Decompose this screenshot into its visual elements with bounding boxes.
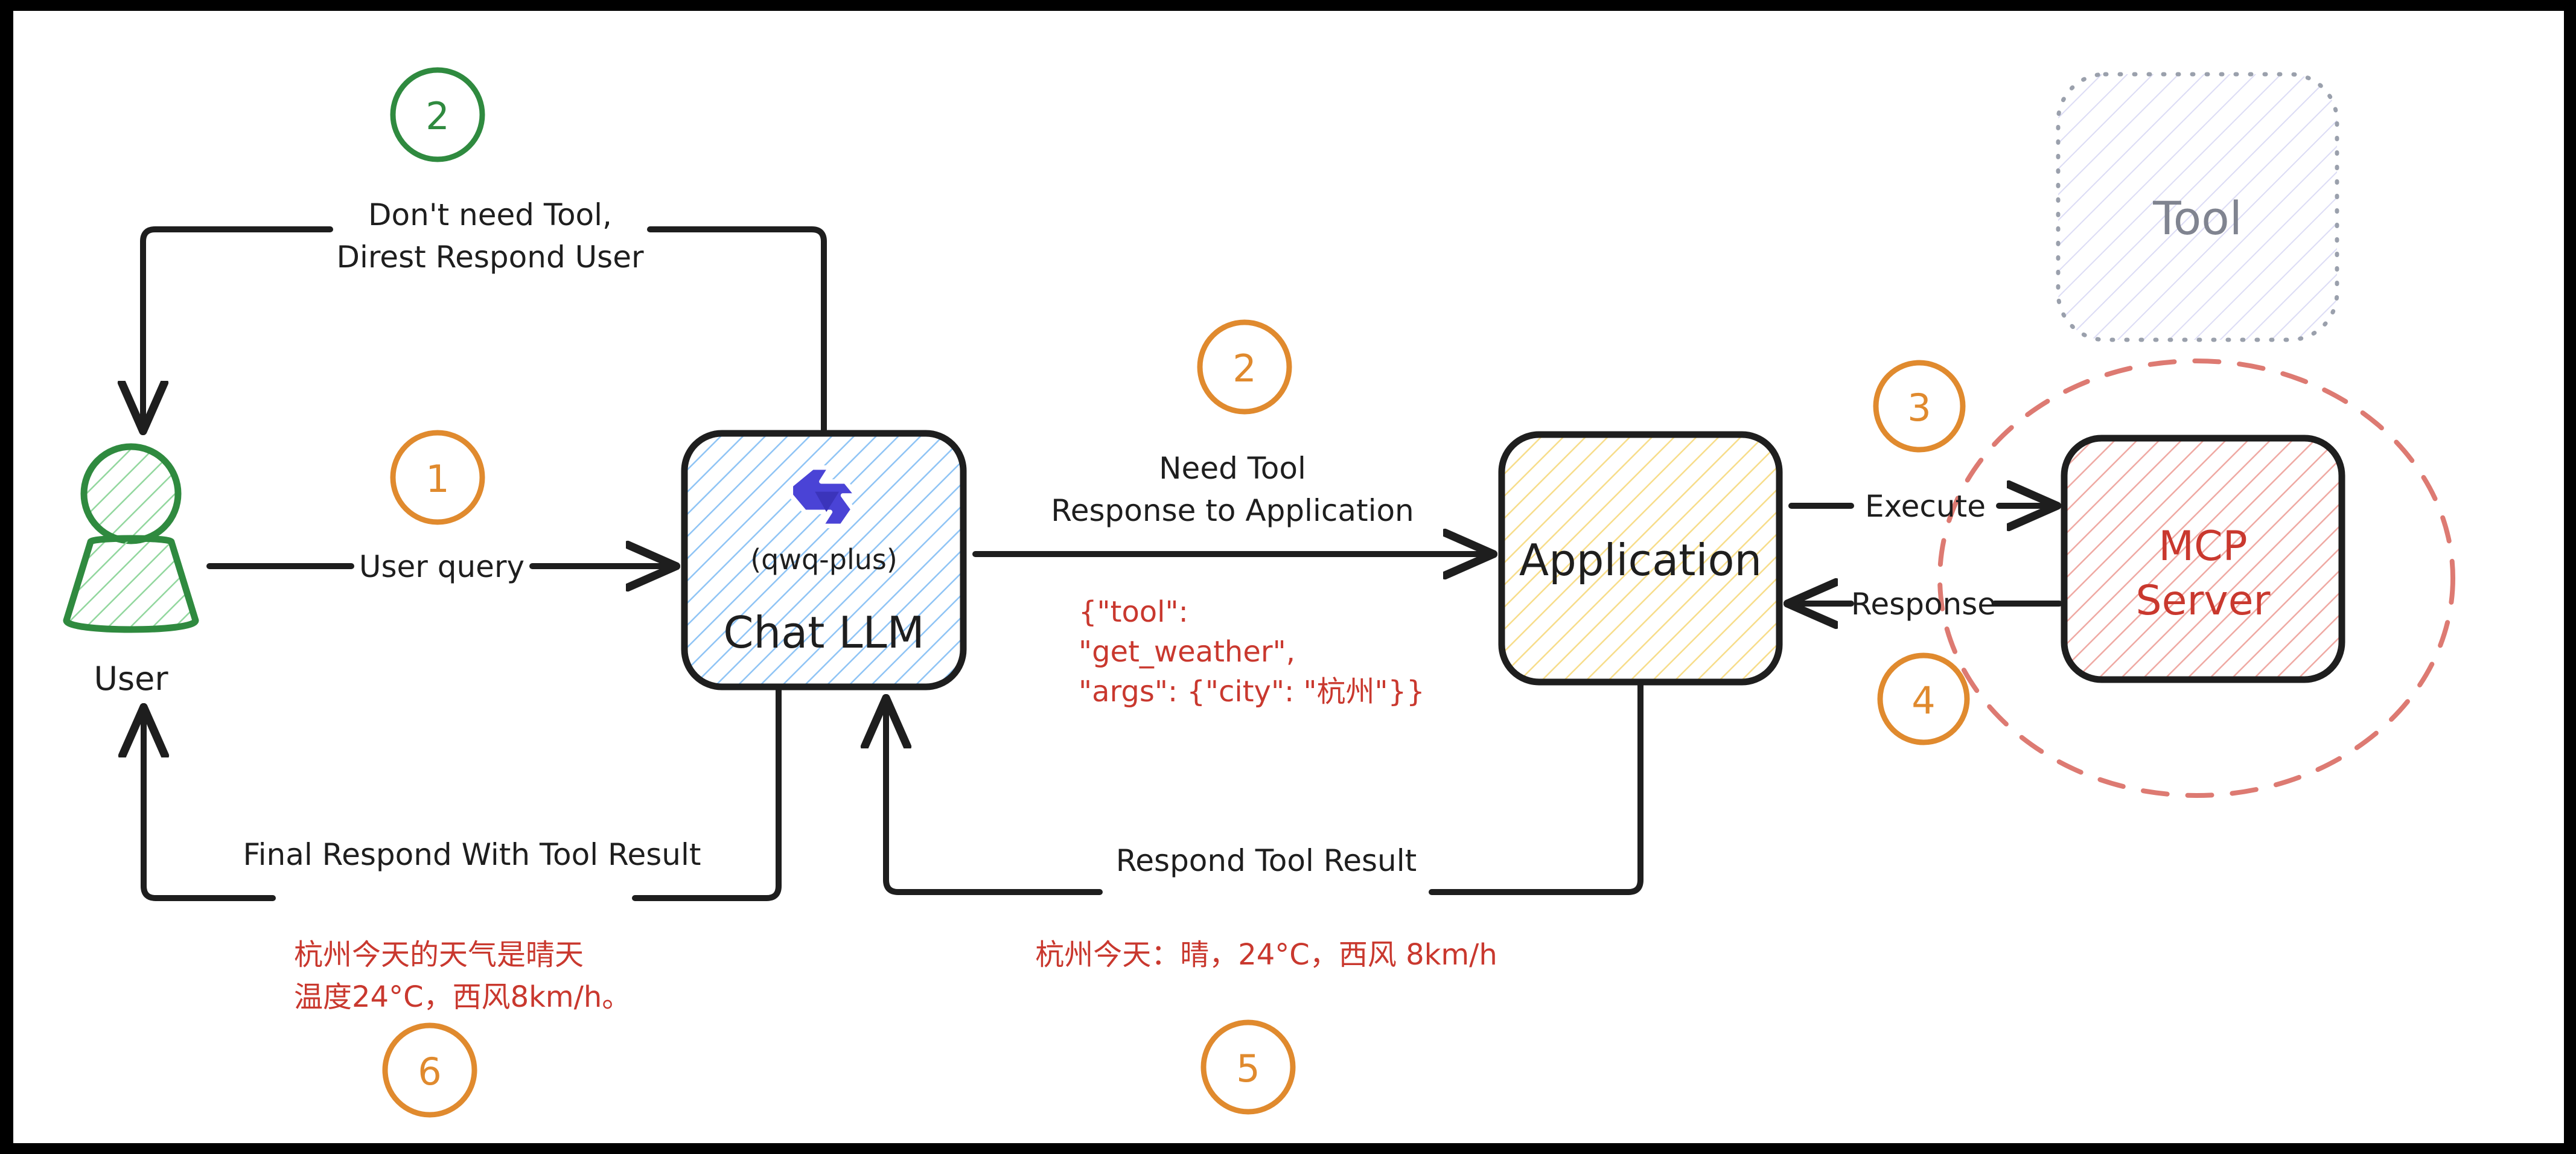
badge-2-mid-number: 2 [1232,346,1256,391]
tool-node[interactable]: Tool [2056,72,2339,342]
edge-respond-tool-result-payload: 杭州今天：晴，24°C，西风 8km/h [1035,938,1497,972]
badge-3-number: 3 [1907,386,1931,430]
chat-llm-label: Chat LLM [723,607,925,658]
edge-response-label: Response [1851,587,1996,622]
edge-final-respond: Final Respond With Tool Result 杭州今天的天气是晴… [144,684,782,1014]
edge-need-tool-label-line2: Response to Application [1051,493,1414,528]
mcp-server-box [2061,435,2345,683]
badge-2-top[interactable]: 2 [390,67,485,162]
user-node[interactable]: User [63,443,199,698]
edge-final-respond-label: Final Respond With Tool Result [243,837,701,872]
edge-final-respond-payload-line2: 温度24°C，西风8km/h。 [294,980,631,1014]
qwen-logo-icon [788,465,859,528]
edge-dont-need-tool-label-line2: Direst Respond User [336,240,644,275]
edge-final-respond-payload-line1: 杭州今天的天气是晴天 [294,938,584,972]
mcp-server-label-line2: Server [2136,577,2271,625]
edge-user-query: User query [206,549,672,584]
application-label: Application [1519,535,1762,585]
tool-box [2056,72,2339,342]
user-actor-icon [63,443,199,633]
edge-respond-tool-result: Respond Tool Result 杭州今天：晴，24°C，西风 8km/h [886,679,1643,972]
badge-4-number: 4 [1911,678,1935,722]
edge-need-tool-label-line1: Need Tool [1159,451,1306,486]
edge-dont-need-tool-label-line1: Don't need Tool, [368,197,612,232]
edge-need-tool-payload-line2: "get_weather", [1079,635,1295,669]
edge-response: Response [1791,587,2062,622]
mcp-flow-diagram: Tool User (qwq-plus) Chat LLM Applicatio… [63,67,2455,1118]
badge-1-number: 1 [426,457,449,501]
badge-5-number: 5 [1236,1047,1260,1091]
badge-1[interactable]: 1 [390,430,485,525]
edge-dont-need-tool: Don't need Tool, Direst Respond User [143,197,827,436]
application-node[interactable]: Application [1498,431,1783,686]
edge-user-query-label: User query [359,549,524,584]
chat-llm-sublabel: (qwq-plus) [750,543,897,576]
badge-6[interactable]: 6 [382,1022,477,1118]
edge-need-tool-payload-line1: {"tool": [1079,595,1188,629]
edge-need-tool-payload-line3: "args": {"city": "杭州"}} [1079,675,1425,709]
tool-label: Tool [2152,191,2242,245]
diagram-canvas: Tool User (qwq-plus) Chat LLM Applicatio… [13,11,2564,1143]
badge-2-mid[interactable]: 2 [1197,319,1292,415]
mcp-boundary-circle [1937,359,2455,798]
edge-execute: Execute [1788,489,2053,524]
badge-5[interactable]: 5 [1200,1019,1296,1115]
mcp-server-label-line1: MCP [2158,523,2247,570]
edge-respond-tool-result-label: Respond Tool Result [1116,843,1417,878]
user-label: User [94,660,168,698]
badge-4[interactable]: 4 [1877,652,1970,745]
badge-3[interactable]: 3 [1873,360,1966,453]
badge-6-number: 6 [418,1050,441,1094]
badge-2-top-number: 2 [426,94,449,138]
chat-llm-node[interactable]: (qwq-plus) Chat LLM [681,430,967,690]
edge-execute-label: Execute [1865,489,1986,524]
mcp-server-node[interactable]: MCP Server [2061,435,2345,683]
edge-need-tool: Need Tool Response to Application {"tool… [972,451,1490,709]
